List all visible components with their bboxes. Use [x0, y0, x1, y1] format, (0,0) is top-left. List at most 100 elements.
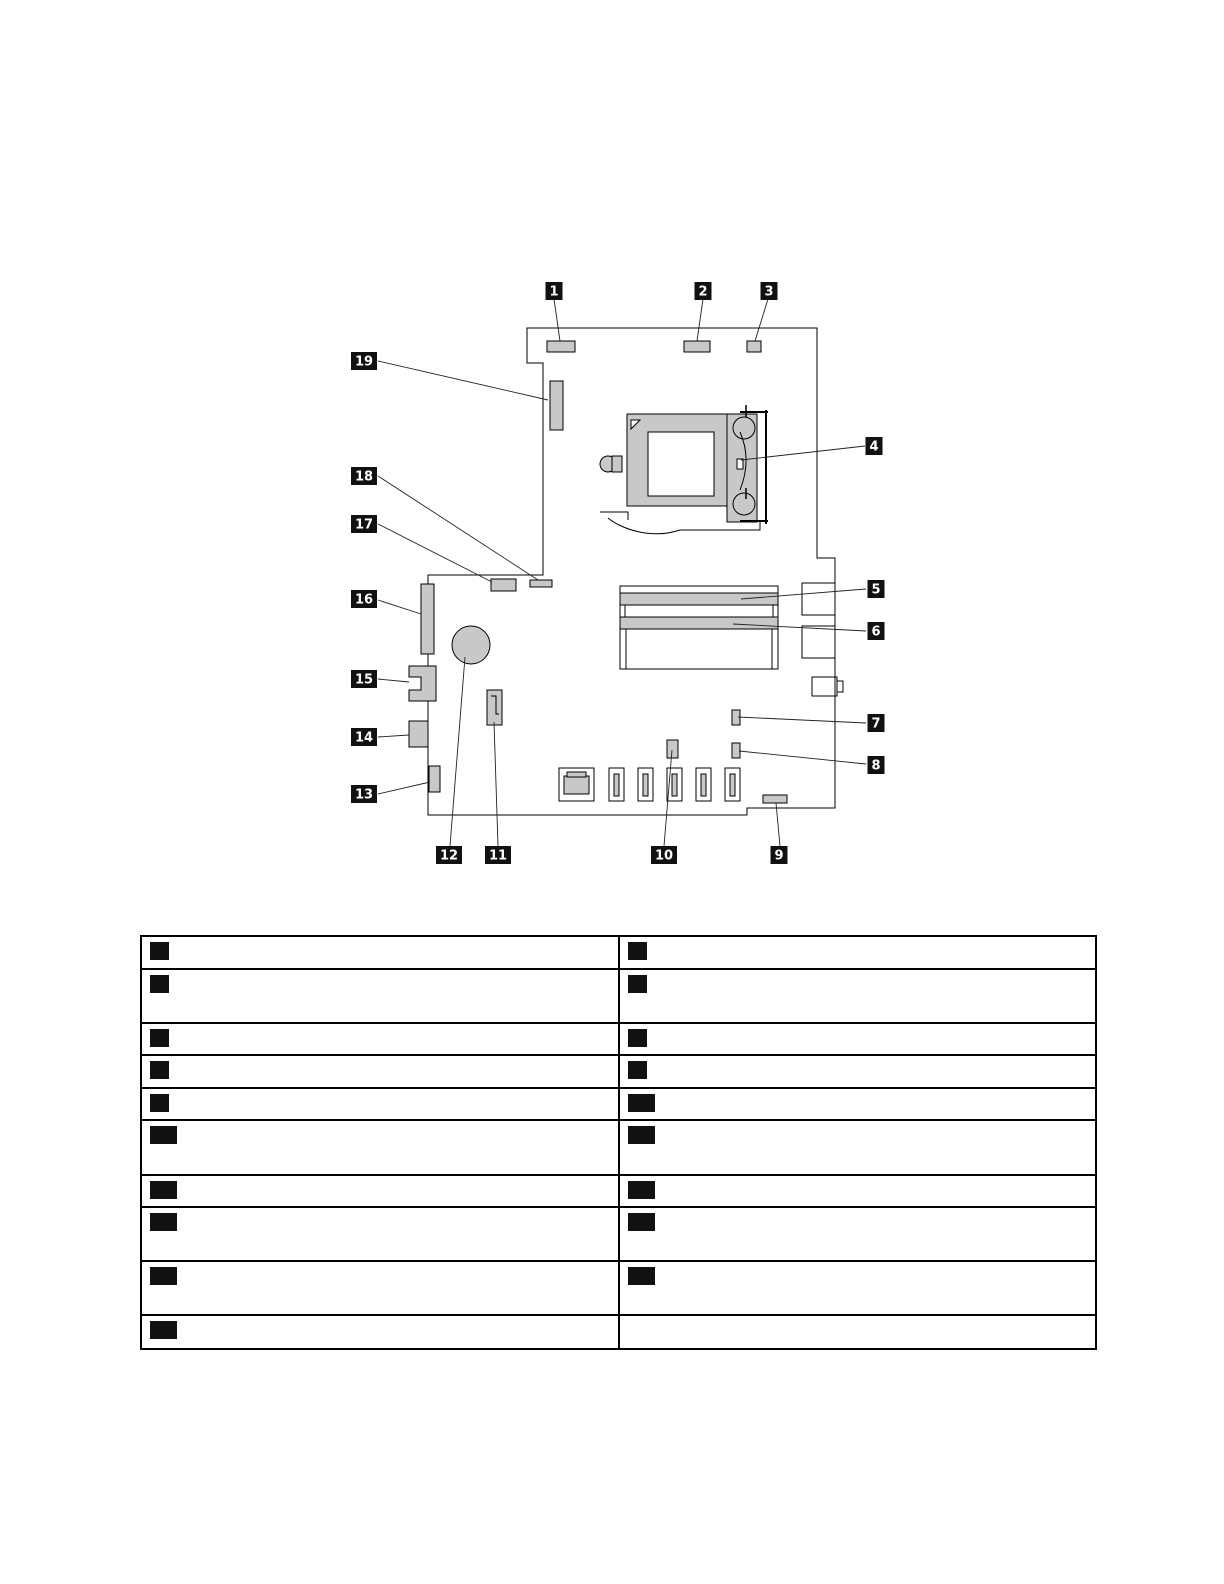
callout-number: 12 — [440, 849, 458, 864]
callout-19: 19 — [351, 352, 377, 370]
usb-port-bottom — [801, 625, 836, 659]
connector-10 — [666, 739, 679, 759]
legend-row: 9 10 — [140, 1087, 1097, 1121]
legend-number-badge: 8 — [628, 1061, 647, 1079]
legend-cell: 13 — [140, 1174, 620, 1208]
legend-cell: 19 — [140, 1314, 620, 1350]
connector-1 — [546, 340, 576, 353]
legend-number-badge: 14 — [628, 1181, 655, 1199]
legend-number-badge: 6 — [628, 1029, 647, 1047]
callout-number: 19 — [355, 355, 373, 370]
callout-number: 13 — [355, 788, 373, 803]
legend-cell: 10 — [618, 1087, 1097, 1121]
legend-cell: 4 — [618, 968, 1097, 1024]
connector-16 — [420, 583, 435, 655]
legend-cell: 12 — [618, 1119, 1097, 1176]
connector-13 — [428, 765, 441, 793]
legend-cell: 16 — [618, 1206, 1097, 1262]
callout-number: 9 — [774, 849, 783, 864]
callout-number: 10 — [655, 849, 673, 864]
legend-cell: 11 — [140, 1119, 620, 1176]
legend-number-badge: 2 — [628, 942, 647, 960]
connector-17 — [490, 578, 517, 592]
legend-number-badge: 19 — [150, 1321, 177, 1339]
legend-cell: 6 — [618, 1022, 1097, 1056]
callout-number: 8 — [871, 759, 880, 774]
legend-cell — [618, 1314, 1097, 1350]
connector-15 — [408, 665, 437, 702]
legend-cell: 14 — [618, 1174, 1097, 1208]
legend-number-badge: 15 — [150, 1213, 177, 1231]
connector-3 — [746, 340, 762, 353]
legend-row: 19 — [140, 1314, 1097, 1350]
callout-number: 14 — [355, 731, 373, 746]
connector-2 — [683, 340, 711, 353]
callout-8: 8 — [867, 756, 885, 774]
legend-number-badge: 16 — [628, 1213, 655, 1231]
callout-18: 18 — [351, 467, 377, 485]
connector-7 — [731, 709, 741, 726]
callout-number: 11 — [489, 849, 507, 864]
callout-number: 16 — [355, 593, 373, 608]
callout-number: 15 — [355, 673, 373, 688]
board-outline — [427, 327, 836, 816]
connector-9 — [762, 794, 788, 804]
legend-cell: 1 — [140, 935, 620, 970]
legend-number-badge: 12 — [628, 1126, 655, 1144]
legend-cell: 7 — [140, 1054, 620, 1089]
callout-13: 13 — [351, 785, 377, 803]
callout-15: 15 — [351, 670, 377, 688]
legend-cell: 5 — [140, 1022, 620, 1056]
callout-7: 7 — [867, 714, 885, 732]
callout-number: 1 — [549, 285, 558, 300]
callout-16: 16 — [351, 590, 377, 608]
legend-cell: 9 — [140, 1087, 620, 1121]
callout-6: 6 — [867, 622, 885, 640]
callout-4: 4 — [865, 437, 883, 455]
callout-number: 2 — [698, 285, 707, 300]
legend-number-badge: 10 — [628, 1094, 655, 1112]
cpu-socket — [599, 405, 768, 535]
legend-number-badge: 18 — [628, 1267, 655, 1285]
legend-cell: 8 — [618, 1054, 1097, 1089]
connector-19 — [549, 380, 564, 431]
legend-number-badge: 13 — [150, 1181, 177, 1199]
callout-3: 3 — [760, 282, 778, 300]
callout-12: 12 — [436, 846, 462, 864]
connector-18 — [529, 579, 553, 588]
legend-number-badge: 11 — [150, 1126, 177, 1144]
callout-5: 5 — [867, 580, 885, 598]
rear-io-ports — [558, 767, 741, 802]
connector-8 — [731, 742, 741, 759]
callout-11: 11 — [485, 846, 511, 864]
leader-lines — [377, 298, 867, 847]
legend-number-badge: 17 — [150, 1267, 177, 1285]
usb-port-top — [801, 582, 836, 616]
coin-battery — [451, 625, 491, 665]
legend-number-badge: 4 — [628, 975, 647, 993]
callout-1: 1 — [545, 282, 563, 300]
legend-cell: 18 — [618, 1260, 1097, 1316]
callout-9: 9 — [770, 846, 788, 864]
legend-number-badge: 9 — [150, 1094, 169, 1112]
legend-cell: 15 — [140, 1206, 620, 1262]
legend-row: 13 14 — [140, 1174, 1097, 1208]
callout-number: 7 — [871, 717, 880, 732]
callout-number: 17 — [355, 518, 373, 533]
legend-number-badge: 1 — [150, 942, 169, 960]
callout-number: 3 — [764, 285, 773, 300]
legend-number-badge: 7 — [150, 1061, 169, 1079]
callout-2: 2 — [694, 282, 712, 300]
memory-slots — [619, 585, 779, 670]
audio-jack — [811, 676, 838, 697]
callout-number: 18 — [355, 470, 373, 485]
callout-10: 10 — [651, 846, 677, 864]
